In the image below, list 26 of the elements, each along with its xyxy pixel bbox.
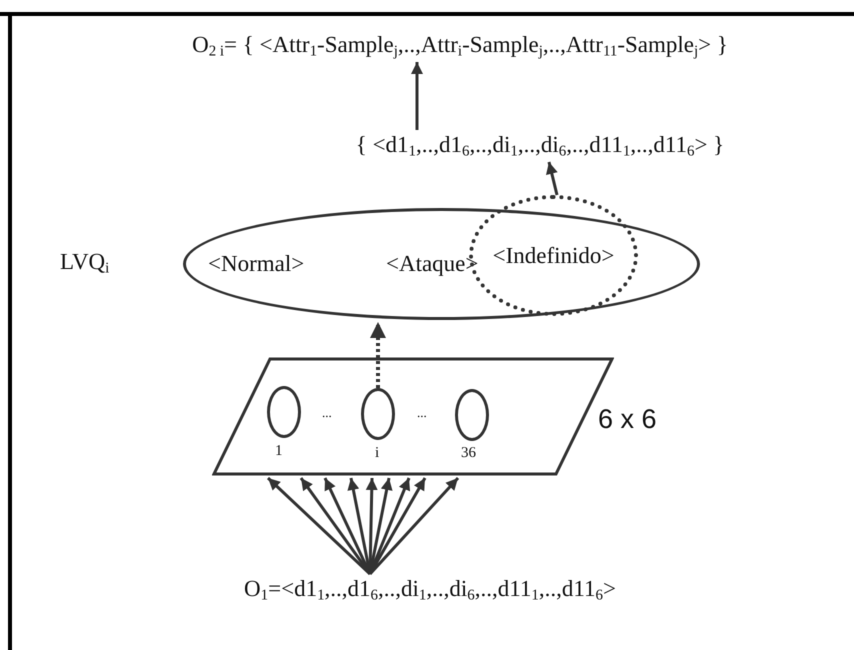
class-label: <Indefinido> — [492, 242, 616, 270]
arrow — [368, 477, 426, 575]
ellipsis-text: ... — [322, 405, 332, 421]
arrow — [546, 162, 558, 196]
formula-text: O$_{2 i}$= { <Attr$_{1}$-Sample$_{j}$,..,Attr$_{i}$-Sample$_{j}$,..,Attr$_{11}$-Sample$_{j}$> } — [80, 30, 840, 60]
class-label: <Ataque> — [386, 250, 478, 278]
class-ellipse — [183, 208, 700, 320]
arrow — [266, 476, 372, 576]
class-label: <Normal> — [208, 250, 304, 278]
node-caption: 6 x 6 — [598, 403, 657, 436]
node-caption: 1 — [275, 442, 282, 460]
formula-text: O$_{1}$=<d1$_{1}$,..,d1$_{6}$,..,di$_{1}$,..,di$_{6}$,..,d11$_{1}$,..,d11$_{6}$> — [130, 574, 730, 604]
arrow — [324, 477, 372, 575]
node-caption: i — [375, 444, 380, 462]
arrow — [300, 477, 372, 575]
arrow — [368, 477, 410, 575]
formula-text: { <d1$_{1}$,..,d1$_{6}$,..,di$_{1}$,..,di$_{6}$,..,d11$_{1}$,..,d11$_{6}$> } — [290, 130, 790, 160]
arrow — [411, 62, 423, 130]
arrow — [368, 476, 460, 576]
node-caption: LVQ$_{i}$ — [60, 248, 110, 279]
arrow — [370, 322, 386, 388]
neuron-ellipse — [267, 386, 301, 438]
neuron-ellipse — [361, 388, 395, 440]
node-caption: 36 — [461, 444, 476, 462]
neuron-ellipse — [455, 389, 489, 441]
ellipsis-text: ... — [417, 405, 427, 421]
